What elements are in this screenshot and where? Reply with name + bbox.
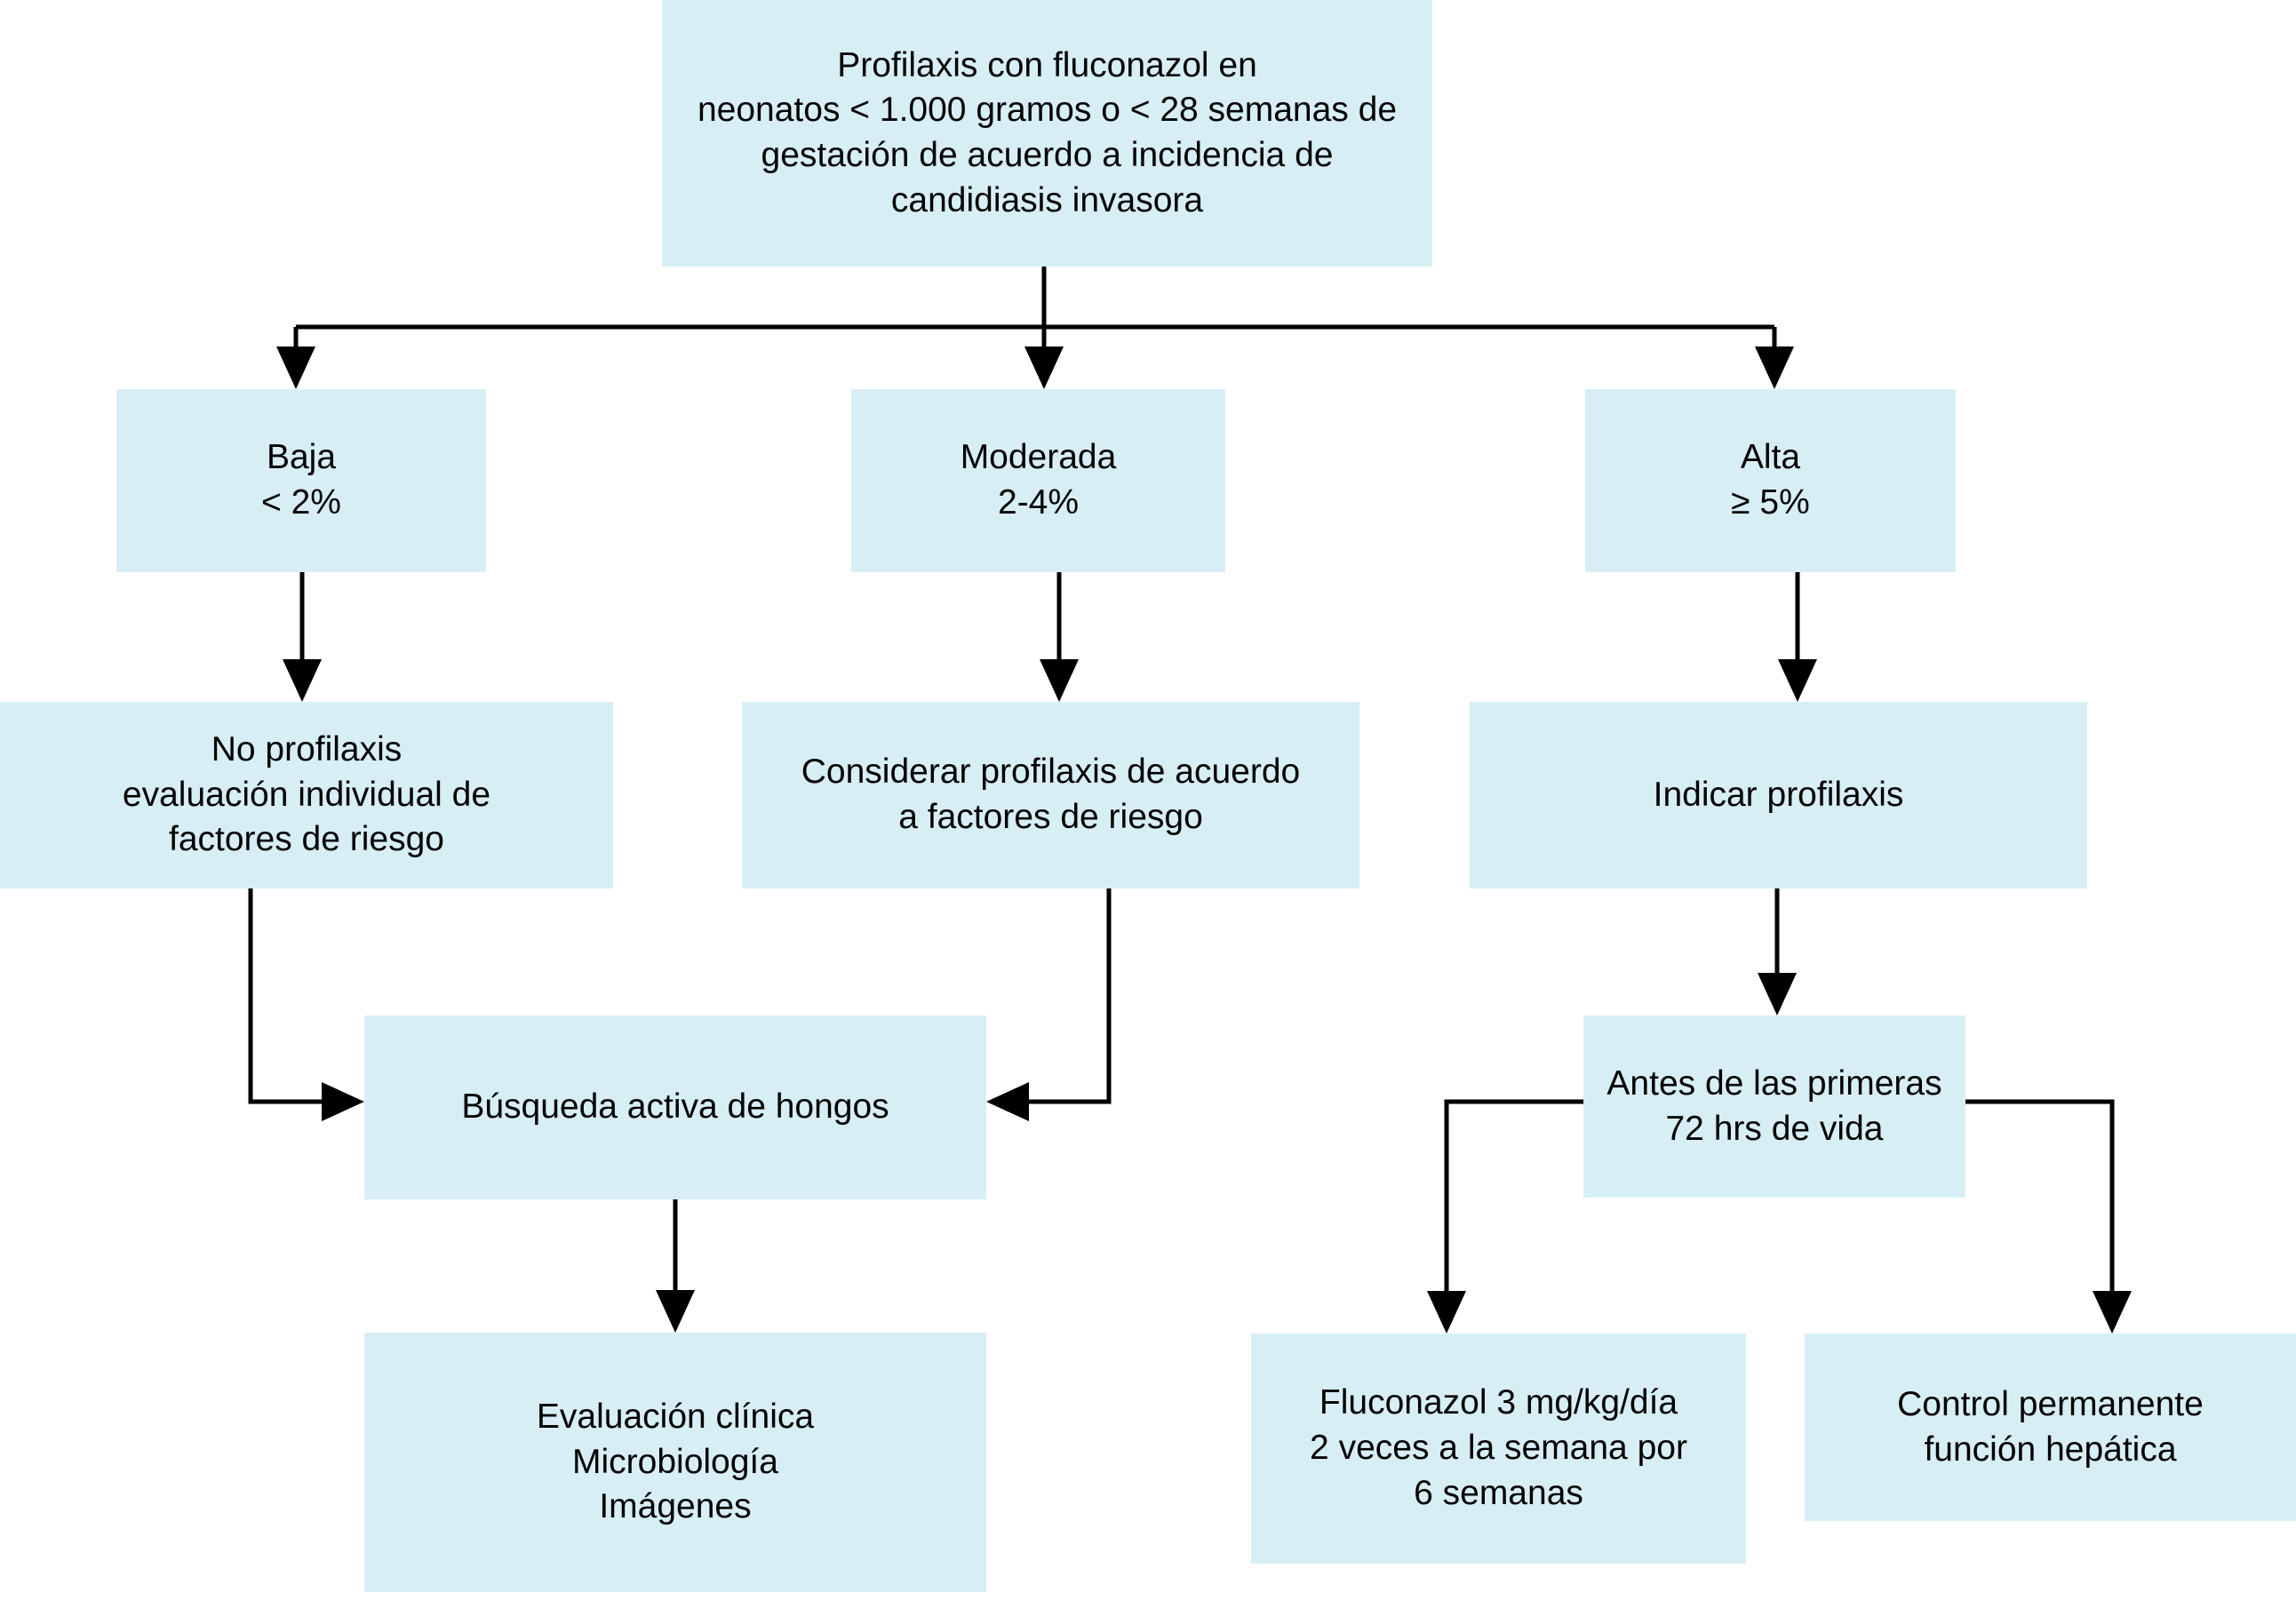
arrowhead-to-evaluacion (656, 1290, 695, 1333)
node-indicar-profilaxis: Indicar profilaxis (1470, 702, 2087, 888)
node-incidencia-moderada: Moderada 2-4% (851, 389, 1225, 572)
node-busqueda-activa-hongos: Búsqueda activa de hongos (364, 1016, 986, 1199)
connector-considerar-to-busqueda (1026, 888, 1112, 1104)
node-fluconazol-dosis: Fluconazol 3 mg/kg/día 2 veces a la sema… (1251, 1334, 1746, 1564)
arrowhead-to-alta (1755, 346, 1794, 389)
arrowhead-to-noprofilaxis (283, 659, 322, 702)
node-incidencia-baja: Baja < 2% (116, 389, 486, 572)
arrowhead-to-fluconazol (1427, 1291, 1466, 1334)
arrowhead-to-busqueda-right (986, 1082, 1029, 1121)
node-no-profilaxis: No profilaxis evaluación individual de f… (0, 702, 613, 888)
connector-noprofilaxis-to-busqueda (248, 888, 324, 1104)
node-incidencia-alta: Alta ≥ 5% (1585, 389, 1956, 572)
arrowhead-to-control (2093, 1291, 2132, 1334)
node-antes-72-hrs: Antes de las primeras 72 hrs de vida (1583, 1016, 1965, 1198)
arrowhead-to-indicar (1778, 659, 1817, 702)
node-control-funcion-hepatica: Control permanente función hepática (1805, 1334, 2296, 1521)
arrowhead-to-considerar (1040, 659, 1079, 702)
arrowhead-to-busqueda-left (322, 1082, 364, 1121)
connector-antes-to-fluconazol (1444, 1099, 1588, 1294)
arrowhead-to-moderada (1024, 346, 1064, 389)
connector-antes-to-control (1964, 1099, 2115, 1294)
node-considerar-profilaxis: Considerar profilaxis de acuerdo a facto… (742, 702, 1359, 888)
node-evaluacion-clinica: Evaluación clínica Microbiología Imágene… (364, 1333, 986, 1592)
node-root-profilaxis: Profilaxis con fluconazol en neonatos < … (662, 0, 1432, 267)
arrowhead-to-baja (276, 346, 315, 389)
arrowhead-to-antes (1758, 973, 1797, 1016)
